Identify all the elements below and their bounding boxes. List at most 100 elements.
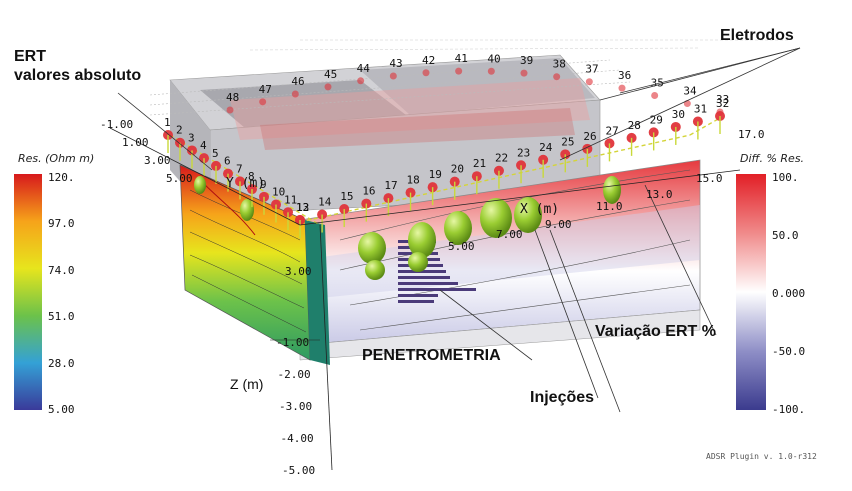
x-tick-1: 5.00 <box>448 240 475 253</box>
right-scale-title: Diff. % Res. <box>740 152 805 165</box>
electrode-label-17: 17 <box>384 179 397 192</box>
electrode-label-41: 41 <box>455 52 468 65</box>
y-tick-2: 3.00 <box>144 154 171 167</box>
x-tick-3: 9.00 <box>545 218 572 231</box>
right-scale-tick-0: 100. <box>772 171 799 184</box>
left-scale-tick-5: 5.00 <box>48 403 75 416</box>
y-axis-label: Y (m) <box>226 176 266 191</box>
y-tick-0: -1.00 <box>100 118 134 131</box>
ert-label-line1: ERT <box>14 48 46 65</box>
electrode-marker-30 <box>670 121 681 132</box>
electrode-marker-48 <box>226 106 234 114</box>
electrode-label-36: 36 <box>618 69 631 82</box>
x-tick-4: 11.0 <box>596 200 623 213</box>
z-tick-1: -2.00 <box>277 368 311 381</box>
electrode-label-40: 40 <box>487 52 500 65</box>
electrode-marker-47 <box>259 98 267 106</box>
x-tick-2: 7.00 <box>496 228 523 241</box>
left-scale-tick-4: 28.0 <box>48 356 75 370</box>
electrode-marker-40 <box>487 67 495 75</box>
left-scale-tick-0: 120. <box>48 171 75 184</box>
injection-blobs <box>194 176 621 280</box>
left-scale-tick-2: 74.0 <box>48 263 75 277</box>
callout-leaders <box>117 47 801 413</box>
plugin-credit: ADSR Plugin v. 1.0-r312 <box>706 452 817 461</box>
electrode-label-35: 35 <box>651 76 664 89</box>
electrode-marker-34 <box>683 100 691 108</box>
electrode-label-42: 42 <box>422 54 435 67</box>
left-color-bar <box>14 174 42 410</box>
electrode-marker-42 <box>422 69 430 77</box>
electrode-label-48: 48 <box>226 91 239 104</box>
electrode-marker-35 <box>651 91 659 99</box>
y-tick-3: 5.00 <box>166 172 193 185</box>
z-axis-label: Z (m) <box>230 376 264 392</box>
electrode-marker-38 <box>553 73 561 81</box>
electrode-marker-41 <box>455 67 463 75</box>
electrode-marker-36 <box>618 84 626 92</box>
electrode-label-1: 1 <box>164 116 171 129</box>
injections-label: Injeções <box>530 389 595 406</box>
electrode-marker-37 <box>585 78 593 86</box>
z-tick-4: -5.00 <box>282 464 316 477</box>
penetrometry-label: PENETROMETRIA <box>362 347 501 364</box>
electrode-label-9: 9 <box>260 178 267 191</box>
electrode-marker-39 <box>520 69 528 77</box>
electrode-label-20: 20 <box>451 163 464 176</box>
electrode-label-34: 34 <box>683 85 697 98</box>
electrode-label-11: 11 <box>284 193 297 206</box>
electrode-label-18: 18 <box>407 174 420 187</box>
electrode-label-16: 16 <box>362 185 375 198</box>
z-tick-3: -4.00 <box>280 432 314 445</box>
right-scale-tick-4: -100. <box>772 403 806 416</box>
ert-absolute-label: ERT valores absoluto <box>14 47 141 85</box>
x-tick-7: 17.0 <box>738 128 765 141</box>
ert-label-line2: valores absoluto <box>14 67 142 84</box>
y-tick-1: 1.00 <box>122 136 149 149</box>
right-scale-tick-3: -50.0 <box>772 345 806 358</box>
electrode-label-8: 8 <box>248 170 255 183</box>
electrode-label-24: 24 <box>539 141 553 154</box>
electrode-marker-43 <box>389 72 397 80</box>
electrode-label-5: 5 <box>212 147 219 160</box>
electrode-marker-33 <box>716 108 724 116</box>
electrode-label-31: 31 <box>694 102 707 115</box>
electrodes-label: Eletrodos <box>720 27 794 44</box>
electrode-label-39: 39 <box>520 54 533 67</box>
electrode-label-10: 10 <box>272 186 285 199</box>
electrode-label-23: 23 <box>517 146 530 159</box>
electrode-label-2: 2 <box>176 124 183 137</box>
z-tick-2: -3.00 <box>279 400 313 413</box>
right-scale-tick-2: 0.000 <box>772 287 806 300</box>
electrode-label-43: 43 <box>389 57 402 70</box>
electrode-label-13: 13 <box>296 201 309 214</box>
electrode-label-47: 47 <box>259 83 272 96</box>
electrode-label-45: 45 <box>324 68 337 81</box>
electrode-label-7: 7 <box>236 162 243 175</box>
left-scale-title: Res. (Ohm m) <box>18 152 95 165</box>
electrode-marker-44 <box>357 77 365 85</box>
left-scale-tick-3: 51.0 <box>48 310 75 324</box>
x-tick-5: 13.0 <box>646 188 673 201</box>
electrode-label-46: 46 <box>291 75 304 88</box>
x-tick-0: 3.00 <box>285 265 312 278</box>
x-tick-6: 15.0 <box>696 172 723 185</box>
diff-resistivity-panel <box>299 159 701 361</box>
left-scale-tick-1: 97.0 <box>48 217 75 231</box>
electrode-label-32: 32 <box>716 97 729 110</box>
electrode-label-30: 30 <box>672 108 685 121</box>
axes <box>109 127 741 471</box>
ert-variation-label: Variação ERT % <box>595 323 716 340</box>
electrode-label-3: 3 <box>188 131 195 144</box>
electrode-label-33: 33 <box>716 93 729 106</box>
right-color-bar <box>736 174 766 410</box>
electrode-label-15: 15 <box>340 190 353 203</box>
electrode-label-22: 22 <box>495 152 508 165</box>
electrode-label-14: 14 <box>318 196 332 209</box>
electrode-label-12: 12 <box>296 201 309 214</box>
electrode-label-21: 21 <box>473 157 486 170</box>
electrode-label-4: 4 <box>200 139 207 152</box>
electrode-label-6: 6 <box>224 155 231 168</box>
